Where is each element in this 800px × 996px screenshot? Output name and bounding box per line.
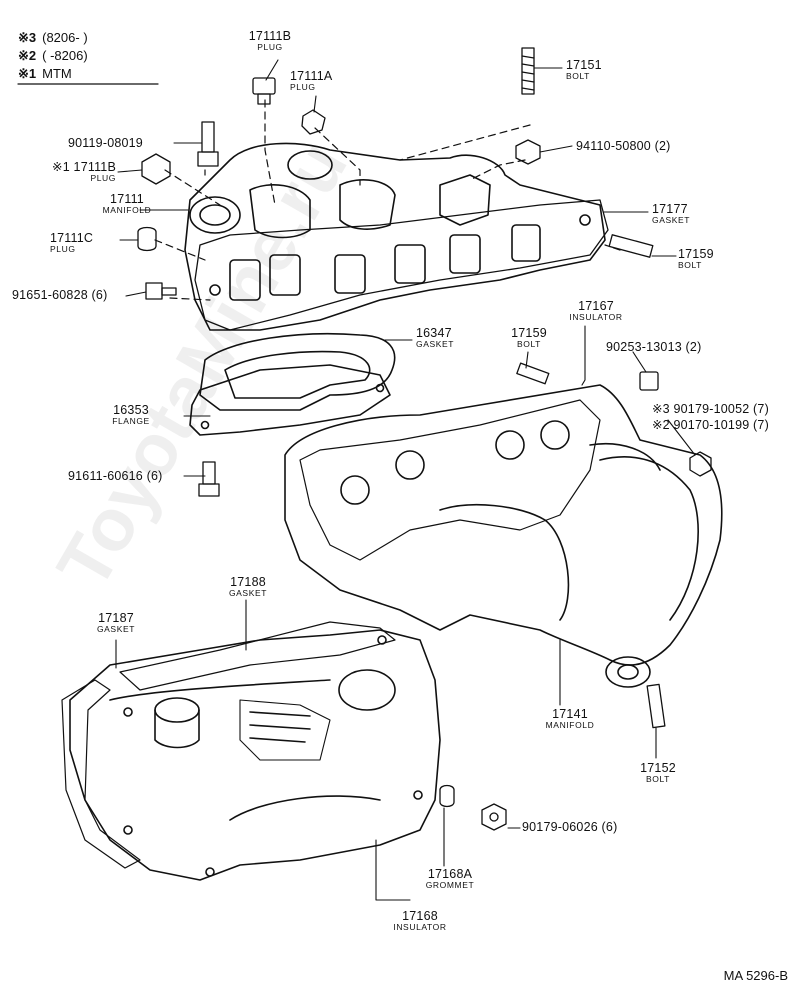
legend-value: ( -8206) xyxy=(42,48,88,63)
part-number: 17141 xyxy=(552,707,588,721)
label-17152: 17152 BOLT xyxy=(630,762,686,783)
label-16347: 16347 GASKET xyxy=(416,327,454,348)
part-number: ※3 90179-10052 (7) xyxy=(652,402,769,416)
part-name: BOLT xyxy=(566,70,590,81)
part-name: BOLT xyxy=(517,338,541,349)
part-number: 17111A xyxy=(290,69,333,83)
part-number: 91611-60616 (6) xyxy=(68,469,163,483)
label-17151: 17151 BOLT xyxy=(566,59,602,80)
exhaust-manifold-17141 xyxy=(284,384,723,688)
part-name: INSULATOR xyxy=(393,921,447,932)
part-number: 17159 xyxy=(678,247,714,261)
part-name: PLUG xyxy=(50,243,76,254)
label-17111C: 17111C PLUG xyxy=(50,232,93,253)
label-17159-mid: 17159 BOLT xyxy=(506,327,552,348)
label-94110-50800: 94110-50800 (2) xyxy=(576,140,671,153)
part-number: 17159 xyxy=(511,326,547,340)
part-name: GASKET xyxy=(416,338,455,349)
label-90253-13013: 90253-13013 (2) xyxy=(606,341,701,354)
flange-16353 xyxy=(189,364,391,436)
part-number: 17168 xyxy=(402,909,438,923)
part-number: 17111B xyxy=(248,29,292,43)
part-number: 16347 xyxy=(416,326,452,340)
part-name: GROMMET xyxy=(425,879,475,890)
part-name: BOLT xyxy=(646,773,670,784)
intake-manifold-17111 xyxy=(184,142,609,331)
legend-mark: ※1 xyxy=(18,66,37,81)
part-number: 17167 xyxy=(578,299,614,313)
part-number: ※2 90170-10199 (7) xyxy=(652,418,769,432)
part-name: GASKET xyxy=(652,214,691,225)
label-17111: 17111 MANIFOLD xyxy=(92,193,162,214)
part-number: 17177 xyxy=(652,202,688,216)
label-17187: 17187 GASKET xyxy=(86,612,146,633)
part-number: 90253-13013 (2) xyxy=(606,340,702,354)
part-number: 17111C xyxy=(50,231,94,245)
legend-row-3: ※1 MTM xyxy=(18,66,72,82)
legend-mark: ※2 xyxy=(18,48,37,63)
heat-insulator-17168 xyxy=(69,629,441,881)
label-17159-right: 17159 BOLT xyxy=(678,248,714,269)
gasket-16347 xyxy=(199,332,396,411)
part-number: 17187 xyxy=(98,611,134,625)
label-17111A: 17111A PLUG xyxy=(290,70,332,91)
legend-mark: ※3 xyxy=(18,30,37,45)
part-number: 17168A xyxy=(427,867,473,881)
label-90170-10199: ※2 90170-10199 (7) xyxy=(652,419,769,432)
part-number: 17151 xyxy=(566,58,602,72)
label-17111B-top: 17111B PLUG xyxy=(240,30,300,51)
label-17111B-left: ※1 17111B PLUG xyxy=(20,161,116,182)
part-name: MANIFOLD xyxy=(545,719,595,730)
part-name: PLUG xyxy=(90,172,116,183)
part-name: FLANGE xyxy=(112,415,150,426)
label-91611-60616: 91611-60616 (6) xyxy=(68,470,163,483)
part-number: 16353 xyxy=(113,403,149,417)
label-17141: 17141 MANIFOLD xyxy=(530,708,610,729)
leader-lines xyxy=(115,59,696,901)
assembly-dashed-lines xyxy=(154,99,621,301)
label-91651-60828: 91651-60828 (6) xyxy=(12,289,107,302)
label-16353: 16353 FLANGE xyxy=(100,404,162,425)
legend-row-1: ※3 (8206- ) xyxy=(18,30,88,46)
label-17177: 17177 GASKET xyxy=(652,203,690,224)
gasket-17187 xyxy=(61,679,141,869)
hardware xyxy=(137,47,712,831)
label-90179-10052: ※3 90179-10052 (7) xyxy=(652,403,769,416)
label-17167: 17167 INSULATOR xyxy=(556,300,636,321)
label-17168: 17168 INSULATOR xyxy=(378,910,462,931)
part-number: 90179-06026 (6) xyxy=(522,820,618,834)
part-name: GASKET xyxy=(228,587,268,598)
part-name: BOLT xyxy=(678,259,702,270)
part-name: PLUG xyxy=(257,41,283,52)
part-number: 94110-50800 (2) xyxy=(576,139,671,153)
part-number: 17188 xyxy=(230,575,266,589)
legend-value: MTM xyxy=(42,66,72,81)
part-number: 17111 xyxy=(110,192,144,206)
part-number: 91651-60828 (6) xyxy=(12,288,108,302)
part-name: INSULATOR xyxy=(569,311,623,322)
part-number: 90119-08019 xyxy=(68,136,143,150)
legend-row-2: ※2 ( -8206) xyxy=(18,48,88,64)
label-90119-08019: 90119-08019 xyxy=(68,137,143,150)
part-number: ※1 17111B xyxy=(52,160,116,174)
part-name: MANIFOLD xyxy=(102,204,152,215)
legend-value: (8206- ) xyxy=(42,30,88,45)
part-number: 17152 xyxy=(640,761,676,775)
label-90179-06026: 90179-06026 (6) xyxy=(522,821,617,834)
part-name: GASKET xyxy=(96,623,136,634)
gasket-17188 xyxy=(119,621,396,691)
label-17188: 17188 GASKET xyxy=(218,576,278,597)
label-17168A: 17168A GROMMET xyxy=(410,868,490,889)
part-name: PLUG xyxy=(290,81,316,92)
figure-reference-code: MA 5296-B xyxy=(723,968,788,983)
